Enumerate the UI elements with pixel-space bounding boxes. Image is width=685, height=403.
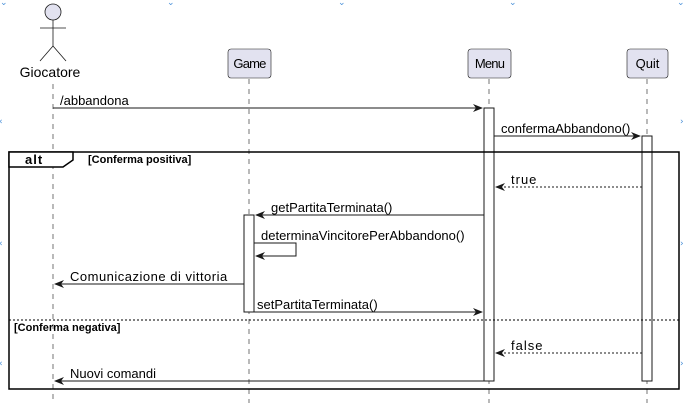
- message-comunicazione-vittoria[interactable]: Comunicazione di vittoria: [54, 269, 244, 288]
- message-label: setPartitaTerminata(): [257, 297, 378, 312]
- stick-figure-icon: [39, 3, 67, 62]
- message-label: false: [511, 338, 543, 353]
- alt-fragment: alt [Conferma positiva] [Conferma negati…: [8, 151, 680, 390]
- svg-text:⌄: ⌄: [677, 0, 685, 8]
- message-nuovi-comandi[interactable]: Nuovi comandi: [54, 366, 484, 385]
- svg-text:›: ›: [680, 239, 684, 249]
- participant-quit[interactable]: Quit: [626, 48, 669, 79]
- message-label: true: [511, 172, 537, 187]
- svg-text:›: ›: [680, 117, 684, 127]
- message-determina-vincitore[interactable]: determinaVincitorePerAbbandono(): [254, 228, 465, 260]
- message-conferma-abbandono[interactable]: confermaAbbandono(): [494, 121, 641, 140]
- actor-label: Giocatore: [20, 64, 81, 80]
- svg-text:‹: ‹: [0, 117, 3, 127]
- activation-quit: [641, 135, 653, 382]
- participant-label: Game: [233, 56, 266, 71]
- message-abbandona[interactable]: /abbandona: [53, 93, 483, 112]
- svg-text:⌄: ⌄: [338, 0, 346, 8]
- message-label: /abbandona: [60, 93, 129, 108]
- alt-keyword: alt: [25, 152, 43, 167]
- guard-negative: [Conferma negativa]: [14, 322, 121, 334]
- participant-menu[interactable]: Menu: [467, 48, 512, 79]
- message-label: confermaAbbandono(): [501, 121, 630, 136]
- svg-text:‹: ‹: [0, 359, 3, 369]
- message-true-return[interactable]: true: [495, 172, 642, 191]
- message-false-return[interactable]: false: [495, 338, 642, 357]
- participant-game[interactable]: Game: [227, 48, 272, 79]
- participant-label: Quit: [636, 56, 660, 71]
- svg-text:›: ›: [680, 359, 684, 369]
- message-label: Nuovi comandi: [70, 366, 156, 381]
- svg-text:‹: ‹: [0, 239, 3, 249]
- message-get-partita-terminata[interactable]: getPartitaTerminata(): [255, 200, 484, 219]
- participant-label: Menu: [475, 56, 505, 71]
- activation-game: [243, 214, 255, 313]
- message-label: determinaVincitorePerAbbandono(): [261, 228, 465, 243]
- svg-text:⌄: ⌄: [0, 0, 8, 8]
- guard-positive: [Conferma positiva]: [88, 154, 192, 166]
- svg-text:⌄: ⌄: [509, 0, 517, 8]
- actor-giocatore[interactable]: Giocatore: [20, 3, 81, 80]
- message-set-partita-terminata[interactable]: setPartitaTerminata(): [254, 297, 483, 316]
- svg-text:⌄: ⌄: [167, 0, 175, 8]
- activation-menu: [483, 107, 495, 382]
- message-label: getPartitaTerminata(): [271, 200, 392, 215]
- selection-edge-markers: ⌄ ⌄ ⌄ ⌄ ⌄ ‹ ‹ ‹ › › ›: [0, 0, 685, 369]
- message-label: Comunicazione di vittoria: [70, 269, 228, 284]
